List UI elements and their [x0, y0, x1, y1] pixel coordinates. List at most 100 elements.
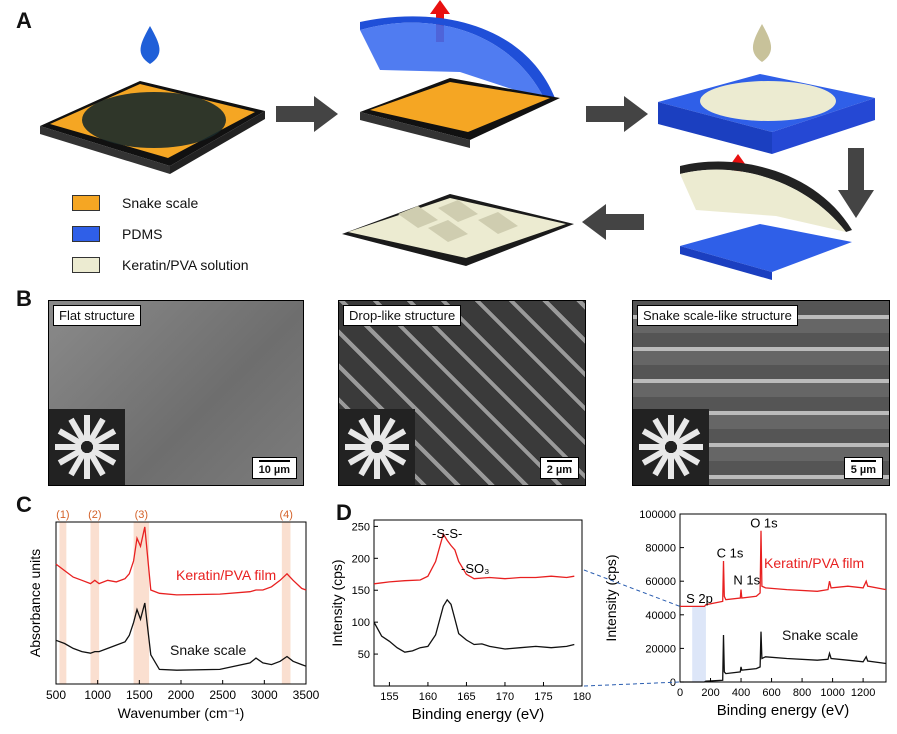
plot-frame — [373, 519, 583, 687]
y-tick-label: 80000 — [645, 543, 676, 555]
step5-keratin-structure — [342, 194, 574, 266]
series-line — [373, 598, 575, 653]
sem-title: Snake scale-like structure — [637, 305, 798, 326]
y-tick-label: 50 — [358, 649, 370, 661]
band-label: (1) — [56, 509, 69, 521]
sem-drop-like: Drop-like structure 2 µm — [338, 300, 586, 486]
legend-snake-scale: Snake scale — [72, 193, 198, 213]
x-tick-label: 175 — [534, 691, 552, 703]
x-tick-label: 500 — [46, 688, 66, 702]
annotation: N 1s — [733, 573, 760, 588]
legend-pdms: PDMS — [72, 224, 162, 244]
highlight-band — [692, 606, 706, 682]
sem-title: Drop-like structure — [343, 305, 462, 326]
y-tick-label: 150 — [352, 585, 370, 597]
y-tick-label: 20000 — [645, 643, 676, 655]
x-tick-label: 170 — [496, 691, 514, 703]
x-axis-label: Binding energy (eV) — [717, 702, 850, 719]
x-tick-label: 1200 — [851, 687, 875, 699]
annotation: O 1s — [750, 515, 778, 530]
series-line — [55, 602, 307, 671]
x-tick-label: 200 — [701, 687, 719, 699]
blue-drop-icon — [140, 26, 160, 64]
step3-pdms-keratin — [658, 24, 875, 154]
x-tick-label: 160 — [419, 691, 437, 703]
series-label: Snake scale — [782, 627, 858, 643]
x-tick-label: 0 — [677, 687, 683, 699]
connector-line — [583, 569, 681, 607]
annotation: -S-S- — [432, 526, 462, 541]
y-tick-label: 60000 — [645, 576, 676, 588]
x-tick-label: 1000 — [820, 687, 844, 699]
pdms-swatch — [72, 226, 100, 242]
y-tick-label: 100 — [352, 617, 370, 629]
x-tick-label: 1000 — [84, 688, 111, 702]
band-label: (3) — [135, 509, 148, 521]
x-tick-label: 400 — [732, 687, 750, 699]
y-tick-label: 40000 — [645, 610, 676, 622]
left-arrow-icon — [582, 204, 644, 240]
band-label: (2) — [88, 509, 101, 521]
legend-label: PDMS — [122, 226, 163, 242]
x-tick-label: 3500 — [293, 688, 320, 702]
series-label: Keratin/PVA film — [176, 567, 276, 583]
step2-pdms-peel — [360, 0, 560, 148]
y-tick-label: 250 — [352, 521, 370, 533]
series-line — [680, 631, 887, 683]
x-tick-label: 3000 — [251, 688, 278, 702]
x-tick-label: 1500 — [126, 688, 153, 702]
snake-scale-swatch — [72, 195, 100, 211]
y-axis-label: Absorbance units — [27, 549, 43, 657]
series-line — [680, 530, 887, 608]
keratin-drop-icon — [752, 24, 772, 62]
y-tick-label: 200 — [352, 553, 370, 565]
step4-keratin-peel — [680, 154, 852, 280]
y-tick-label: 100000 — [639, 509, 676, 521]
x-tick-label: 155 — [380, 691, 398, 703]
y-tick-label: 0 — [670, 677, 676, 689]
y-axis-label: Intensity (cps) — [329, 559, 345, 646]
x-tick-label: 2500 — [209, 688, 236, 702]
keratin-swatch — [72, 257, 100, 273]
annotation: C 1s — [717, 546, 744, 561]
right-arrow-icon — [586, 96, 648, 132]
x-tick-label: 800 — [793, 687, 811, 699]
x-tick-label: 165 — [457, 691, 475, 703]
panel-label-d: D — [336, 500, 352, 525]
sem-inset-image — [633, 409, 709, 485]
series-label: Snake scale — [170, 642, 246, 658]
up-arrow-icon — [430, 0, 450, 14]
legend-label: Keratin/PVA solution — [122, 257, 249, 273]
step1-snake-scale-drop — [40, 26, 265, 174]
sem-flat: Flat structure 10 µm — [48, 300, 304, 486]
connector-line — [583, 681, 681, 687]
highlight-band — [281, 522, 291, 684]
down-arrow-icon — [838, 148, 874, 218]
x-axis-label: Binding energy (eV) — [412, 706, 545, 723]
highlight-band — [90, 522, 100, 684]
right-arrow-icon — [276, 96, 338, 132]
annotation: S 2p — [686, 591, 713, 606]
highlight-band — [59, 522, 67, 684]
scale-bar: 2 µm — [539, 457, 579, 479]
band-label: (4) — [279, 509, 292, 521]
panel-label-b: B — [16, 286, 32, 311]
sem-inset-image — [49, 409, 125, 485]
x-tick-label: 600 — [762, 687, 780, 699]
legend-label: Snake scale — [122, 195, 199, 211]
legend-keratin: Keratin/PVA solution — [72, 255, 249, 275]
x-axis-label: Wavenumber (cm⁻¹) — [118, 705, 245, 721]
panel-label-c: C — [16, 492, 32, 517]
scale-bar: 10 µm — [251, 457, 297, 479]
plot-frame — [679, 513, 887, 683]
sem-snake-scale-like: Snake scale-like structure 5 µm — [632, 300, 890, 486]
x-tick-label: 2000 — [168, 688, 195, 702]
x-tick-label: 180 — [573, 691, 591, 703]
scale-bar: 5 µm — [843, 457, 883, 479]
highlight-band — [133, 522, 150, 684]
series-line — [55, 526, 307, 596]
